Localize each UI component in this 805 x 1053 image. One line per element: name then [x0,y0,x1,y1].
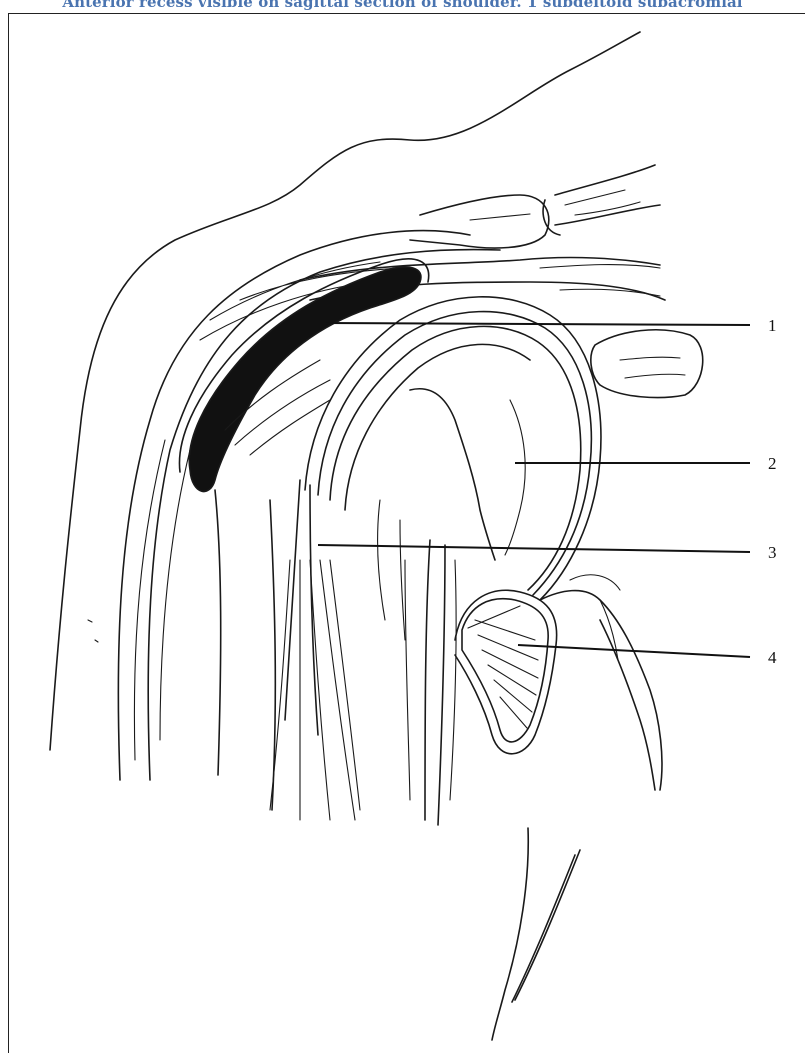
humeral-head [410,389,495,560]
label-4: 4 [768,648,777,667]
acromion [410,195,549,248]
skin-contour [50,32,640,750]
label-2: 2 [768,454,777,473]
leader-line-4 [518,645,750,657]
label-1: 1 [768,316,777,335]
joint-capsule-outer [305,297,601,600]
label-3: 3 [768,543,777,562]
leader-line-3 [318,545,750,552]
coracoid-process [591,330,703,398]
rib-line [512,850,580,1002]
clavicle [543,165,660,235]
leader-line-1 [322,323,750,325]
